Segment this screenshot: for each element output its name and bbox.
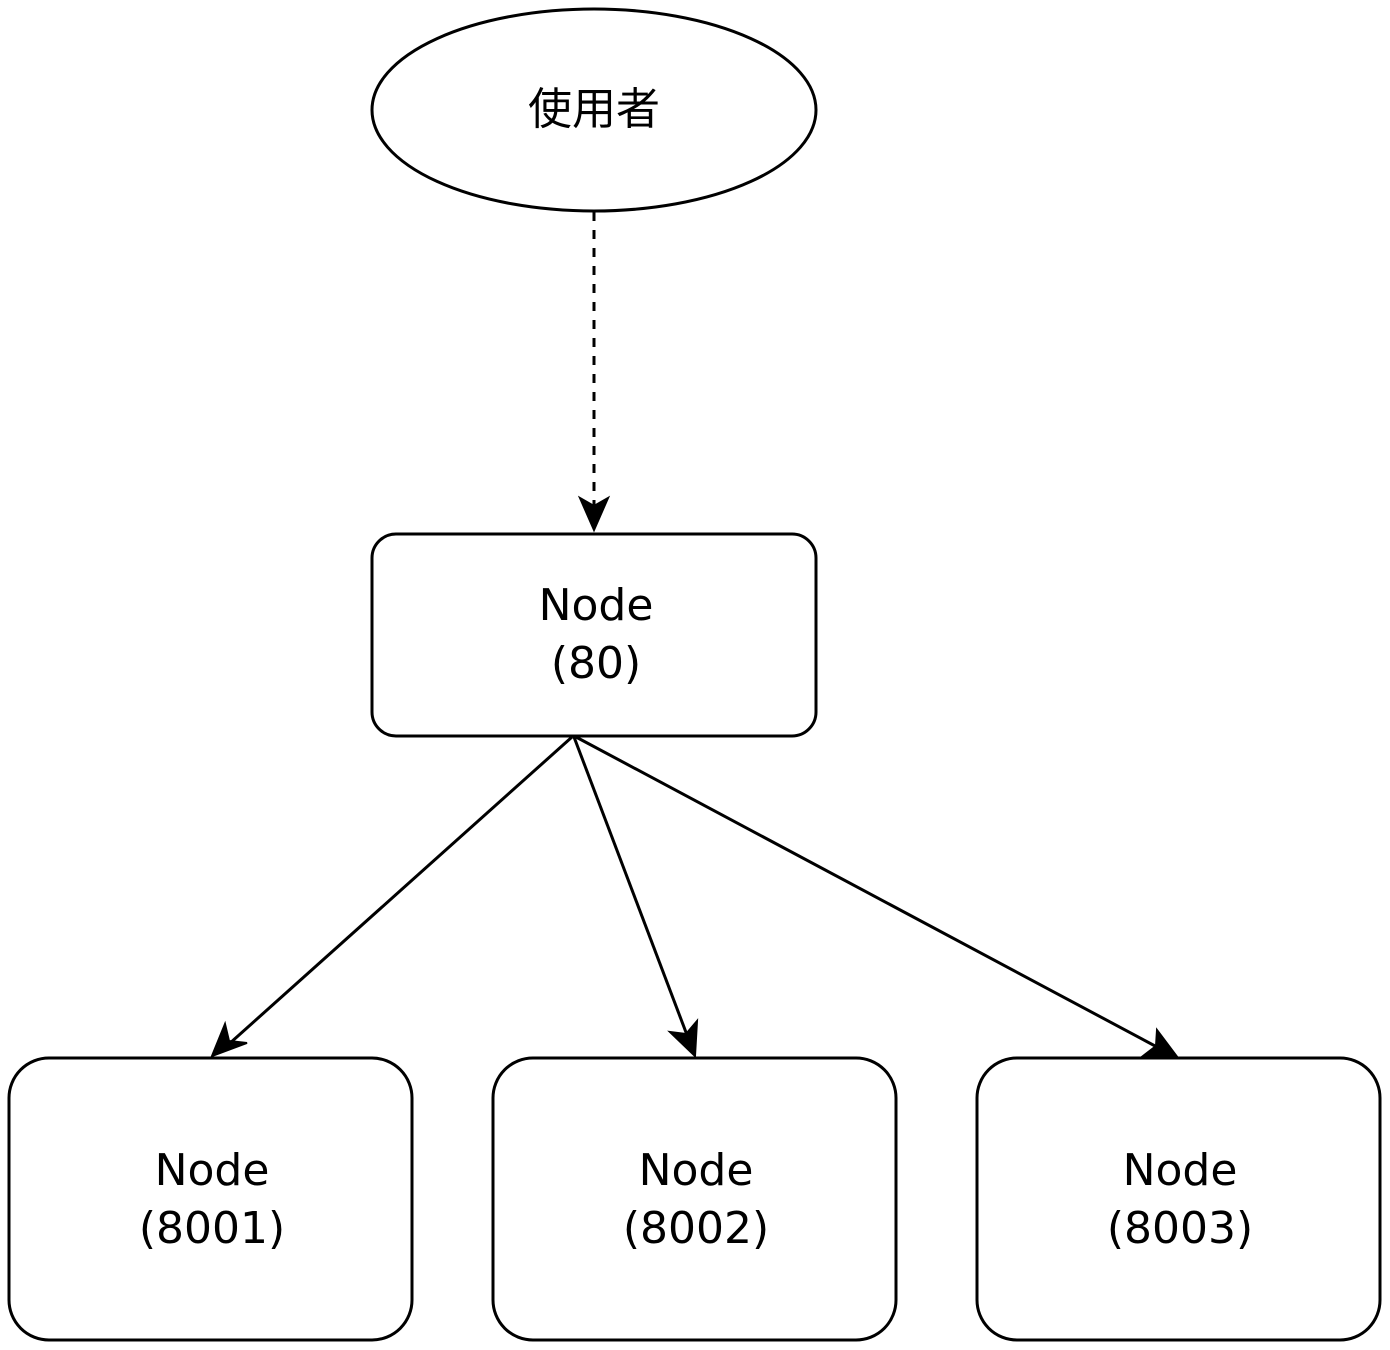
node-8002-title: Node (639, 1145, 754, 1196)
node-8001-port: (8001) (139, 1203, 285, 1254)
node-user: 使用者 (370, 7, 818, 213)
node-8001-box (7, 1056, 414, 1342)
arrowhead-node-80 (577, 495, 611, 533)
node-8002-box (491, 1056, 898, 1342)
node-80-box (370, 532, 818, 738)
node-8002: Node (8002) (491, 1056, 898, 1342)
edge-node-80-to-node-8003 (575, 735, 1158, 1049)
node-8003-box (975, 1056, 1382, 1342)
node-8003-port: (8003) (1107, 1203, 1253, 1254)
edge-node-80-to-node-8001 (227, 735, 574, 1046)
node-8001-title: Node (155, 1145, 270, 1196)
edges (210, 212, 1181, 1060)
arrowhead-node-8002 (667, 1018, 699, 1059)
node-80-port: (80) (551, 638, 641, 689)
node-8001: Node (8001) (7, 1056, 414, 1342)
node-8003: Node (8003) (975, 1056, 1382, 1342)
node-80-title: Node (539, 580, 654, 631)
edge-node-80-to-node-8002 (572, 736, 689, 1036)
user-label: 使用者 (528, 84, 660, 135)
user-ellipse (370, 7, 818, 213)
node-8002-port: (8002) (623, 1203, 769, 1254)
node-80: Node (80) (370, 532, 818, 738)
node-8003-title: Node (1123, 1145, 1238, 1196)
arrowhead-node-8001 (210, 1020, 248, 1058)
